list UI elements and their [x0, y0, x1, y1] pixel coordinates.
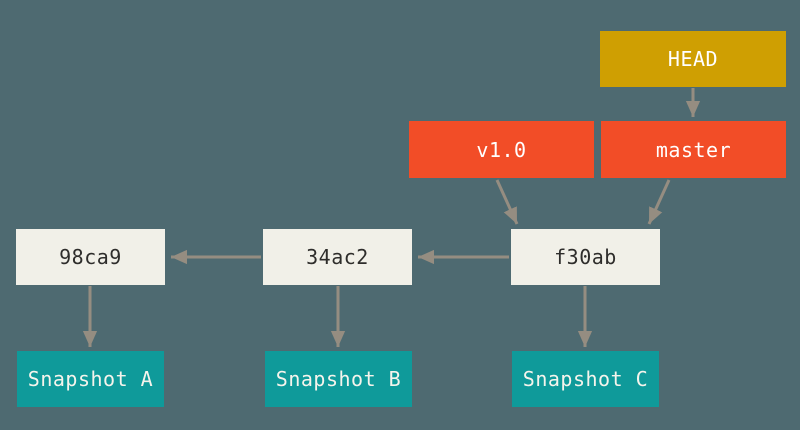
snapshot-b-label: Snapshot B: [275, 367, 402, 391]
snapshot-a-box: Snapshot A: [17, 351, 164, 407]
edge-master-to-f30ab: [647, 179, 671, 225]
commit-f30ab-box: f30ab: [511, 229, 660, 285]
commit-98ca9-box: 98ca9: [16, 229, 165, 285]
commit-98ca9-label: 98ca9: [59, 245, 122, 269]
head-pointer-box: HEAD: [600, 31, 786, 87]
head-pointer-label: HEAD: [667, 47, 719, 71]
tag-v1.0-box: v1.0: [409, 121, 594, 178]
tag-v1.0-label: v1.0: [476, 137, 527, 162]
branch-master-box: master: [601, 121, 786, 178]
snapshot-b-box: Snapshot B: [265, 351, 412, 407]
snapshot-a-label: Snapshot A: [27, 367, 154, 391]
branch-master-label: master: [655, 137, 732, 162]
commit-34ac2-box: 34ac2: [263, 229, 412, 285]
commit-34ac2-label: 34ac2: [306, 245, 369, 269]
commit-f30ab-label: f30ab: [554, 245, 617, 269]
edge-v1.0-to-f30ab: [495, 179, 519, 225]
snapshot-c-label: Snapshot C: [522, 367, 649, 391]
snapshot-c-box: Snapshot C: [512, 351, 659, 407]
